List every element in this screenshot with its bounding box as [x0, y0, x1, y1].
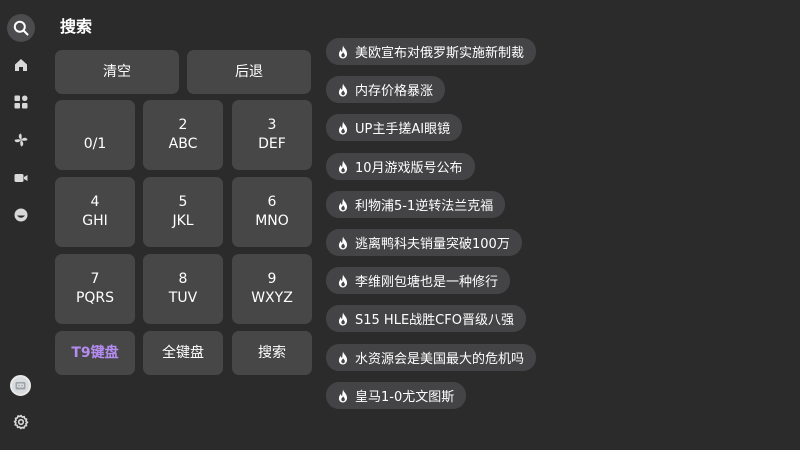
page-title: 搜索 [60, 17, 93, 36]
key-number: 5 [178, 194, 188, 210]
clear-button[interactable]: 清空 [55, 50, 179, 94]
sidebar-item-video[interactable] [7, 164, 35, 192]
avatar-icon [12, 377, 29, 394]
key-2[interactable]: 2 ABC [143, 100, 223, 170]
hot-search-text: 李维刚包塘也是一种修行 [355, 275, 499, 290]
key-number: 6 [267, 194, 277, 210]
sidebar-item-profile[interactable] [7, 201, 35, 229]
home-icon [15, 59, 27, 71]
full-keyboard-label: 全键盘 [162, 344, 204, 361]
hot-search-text: 水资源会是美国最大的危机吗 [355, 352, 525, 367]
key-letters: DEF [258, 136, 286, 152]
key-8[interactable]: 8 TUV [143, 254, 223, 324]
hot-search-item[interactable]: 水资源会是美国最大的危机吗 [326, 344, 537, 371]
backspace-button-label: 后退 [235, 63, 263, 80]
full-keyboard-button[interactable]: 全键盘 [143, 331, 223, 375]
hot-search-item[interactable]: 皇马1-0尤文图斯 [326, 382, 467, 409]
backspace-button[interactable]: 后退 [187, 50, 311, 94]
hot-search-item[interactable]: S15 HLE战胜CFO晋级八强 [326, 305, 526, 332]
t9-keyboard-label: T9键盘 [71, 344, 119, 361]
grid-icon [14, 95, 28, 109]
key-letters: MNO [255, 213, 289, 229]
key-number: 7 [90, 271, 100, 287]
flame-icon [338, 83, 348, 96]
flame-icon [338, 236, 348, 249]
hot-search-text: UP主手搓AI眼镜 [355, 122, 451, 137]
flame-icon [338, 45, 348, 58]
flame-icon [338, 351, 348, 364]
avatar[interactable] [10, 375, 31, 396]
hot-search-item[interactable]: 李维刚包塘也是一种修行 [326, 267, 511, 294]
key-letters: WXYZ [251, 290, 293, 306]
hot-search-item[interactable]: 美欧宣布对俄罗斯实施新制裁 [326, 38, 537, 65]
hot-search-text: 利物浦5-1逆转法兰克福 [355, 199, 494, 214]
sidebar-item-home[interactable] [7, 51, 35, 79]
hot-search-item[interactable]: UP主手搓AI眼镜 [326, 114, 463, 141]
key-9[interactable]: 9 WXYZ [232, 254, 312, 324]
search-button[interactable]: 搜索 [232, 331, 312, 375]
key-number: 3 [267, 117, 277, 133]
hot-search-item[interactable]: 逃离鸭科夫销量突破100万 [326, 229, 522, 256]
video-camera-icon [14, 174, 28, 182]
key-letters: ABC [168, 136, 198, 152]
sidebar-item-settings[interactable] [7, 408, 35, 436]
sidebar-item-search[interactable] [7, 14, 35, 42]
hot-search-text: 皇马1-0尤文图斯 [355, 390, 455, 405]
hot-search-item[interactable]: 利物浦5-1逆转法兰克福 [326, 191, 506, 218]
key-3[interactable]: 3 DEF [232, 100, 312, 170]
hot-search-text: 内存价格暴涨 [355, 84, 434, 99]
key-0-1[interactable]: 0/1 [55, 100, 135, 170]
hot-search-text: 美欧宣布对俄罗斯实施新制裁 [355, 46, 525, 61]
sidebar-item-categories[interactable] [7, 88, 35, 116]
hot-search-text: S15 HLE战胜CFO晋级八强 [355, 313, 514, 328]
flame-icon [338, 274, 348, 287]
key-7[interactable]: 7 PQRS [55, 254, 135, 324]
key-letters: GHI [82, 213, 108, 229]
key-letters: PQRS [75, 290, 115, 306]
hot-search-item[interactable]: 内存价格暴涨 [326, 76, 446, 103]
key-number: 2 [178, 117, 188, 133]
key-4[interactable]: 4 GHI [55, 177, 135, 247]
key-6[interactable]: 6 MNO [232, 177, 312, 247]
key-number: 4 [90, 194, 100, 210]
key-number: 8 [178, 271, 188, 287]
flame-icon [338, 198, 348, 211]
hot-search-text: 10月游戏版号公布 [355, 161, 463, 176]
pinwheel-icon [14, 133, 28, 147]
flame-icon [338, 121, 348, 134]
hot-search-text: 逃离鸭科夫销量突破100万 [355, 237, 510, 252]
search-button-label: 搜索 [258, 344, 286, 361]
sidebar [0, 0, 42, 450]
key-number: 9 [267, 271, 277, 287]
flame-icon [338, 160, 348, 173]
user-circle-icon [14, 208, 28, 222]
key-number: 0/1 [83, 135, 107, 152]
t9-keyboard-button[interactable]: T9键盘 [55, 331, 135, 375]
clear-button-label: 清空 [103, 63, 131, 80]
hot-search-item[interactable]: 10月游戏版号公布 [326, 153, 475, 180]
key-letters: TUV [168, 290, 198, 306]
flame-icon [338, 389, 348, 402]
gear-icon [13, 414, 29, 430]
search-icon [13, 20, 29, 36]
sidebar-item-fan[interactable] [7, 126, 35, 154]
key-letters: JKL [172, 213, 194, 229]
key-5[interactable]: 5 JKL [143, 177, 223, 247]
flame-icon [338, 312, 348, 325]
